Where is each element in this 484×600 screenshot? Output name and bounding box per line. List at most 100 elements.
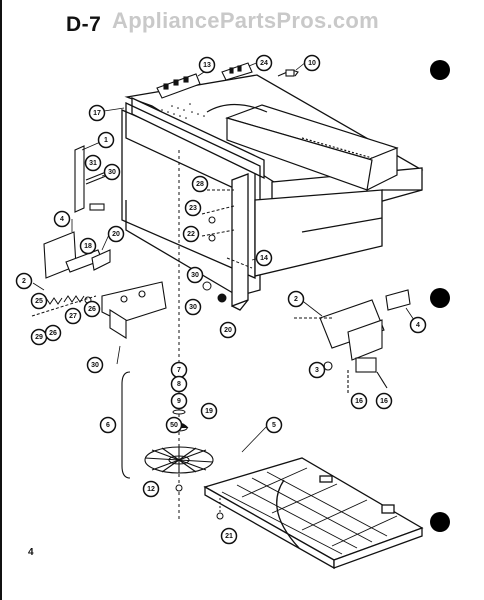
callout-circle [170,375,188,393]
callout-circle [15,272,33,290]
page-title: D-7 [66,13,102,36]
callout-30: 30 [184,298,202,316]
page-number: 4 [28,547,34,558]
callout-circle [200,402,218,420]
air-duct [206,103,399,191]
binder-hole-bottom [430,512,450,532]
callout-label: 6 [106,422,110,429]
callout-circle [255,54,273,72]
callout-29: 29 [30,328,48,346]
callout-6: 6 [99,416,117,434]
callout-label: 3 [315,367,319,374]
callout-circle [165,416,183,434]
callout-19: 19 [200,402,218,420]
callout-circle [350,392,368,410]
callout-circle [170,392,188,410]
callout-31: 31 [84,154,102,172]
callout-label: 19 [205,408,213,415]
callout-label: 27 [69,313,77,320]
callout-circle [375,392,393,410]
left-bracket [74,145,107,213]
callout-circle [30,292,48,310]
callout-24: 24 [255,54,273,72]
callout-26: 26 [44,324,62,342]
callout-circle [409,316,427,334]
top-grille [161,103,205,119]
callout-18: 18 [79,237,97,255]
callout-12: 12 [142,480,160,498]
callout-circle [99,416,117,434]
callout-label: 8 [177,381,181,388]
callout-50: 50 [165,416,183,434]
binder-hole-middle [430,288,450,308]
callout-label: 18 [84,243,92,250]
callout-circle [88,104,106,122]
callout-30: 30 [186,266,204,284]
callout-label: 12 [147,486,155,493]
callout-label: 10 [308,60,316,67]
callout-10: 10 [303,54,321,72]
callout-circle [103,163,121,181]
callout-label: 5 [272,422,276,429]
callout-label: 16 [355,398,363,405]
callout-30: 30 [86,356,104,374]
callout-label: 30 [108,169,116,176]
binder-hole-top [430,60,450,80]
callout-27: 27 [64,307,82,325]
callout-label: 24 [260,60,268,67]
callout-4: 4 [409,316,427,334]
callout-21: 21 [220,527,238,545]
switch-assembly-right [294,289,411,394]
callout-14: 14 [255,249,273,267]
callout-circle [184,298,202,316]
callout-20: 20 [107,225,125,243]
callout-label: 23 [189,205,197,212]
callout-25: 25 [30,292,48,310]
callout-circle [184,199,202,217]
callout-circle [303,54,321,72]
callout-label: 25 [35,298,43,305]
callout-label: 4 [416,322,420,329]
callout-circle [86,356,104,374]
callout-3: 3 [308,361,326,379]
watermark: AppliancePartsPros.com [112,8,380,33]
callout-circle [44,324,62,342]
callout-28: 28 [191,175,209,193]
callout-label: 9 [177,398,181,405]
callout-17: 17 [88,104,106,122]
callout-circle [220,527,238,545]
callout-circle [265,416,283,434]
callout-circle [191,175,209,193]
bottom-tray [203,457,424,570]
callout-label: 28 [196,181,204,188]
screw-21 [216,498,224,520]
callout-circle [107,225,125,243]
callout-30: 30 [103,163,121,181]
callout-circle [186,266,204,284]
callout-22: 22 [182,225,200,243]
callout-26: 26 [83,300,101,318]
callout-label: 22 [187,231,195,238]
callout-circle [198,56,216,74]
callout-label: 1 [104,137,108,144]
callout-circle [255,249,273,267]
callout-circle [287,290,305,308]
callout-label: 31 [89,160,97,167]
callout-circle [83,300,101,318]
callout-label: 2 [22,278,26,285]
callout-label: 30 [191,272,199,279]
callout-label: 7 [177,367,181,374]
callout-4: 4 [53,210,71,228]
switch-assembly-left [43,231,167,339]
callout-circle [53,210,71,228]
callout-label: 4 [60,216,64,223]
callout-label: 30 [189,304,197,311]
callout-label: 29 [35,334,43,341]
bracket-part-6 [121,371,131,479]
callout-label: 30 [91,362,99,369]
callout-circle [182,225,200,243]
callout-circle [79,237,97,255]
callout-13: 13 [198,56,216,74]
callout-label: 17 [93,110,101,117]
